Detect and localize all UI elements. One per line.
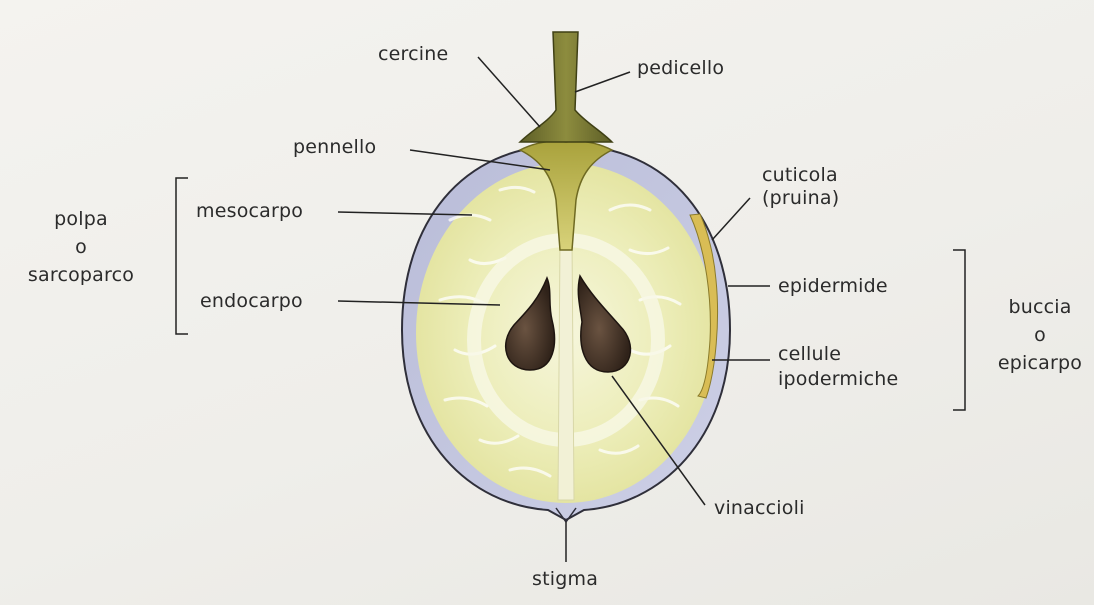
label-vinaccioli: vinaccioli	[714, 497, 805, 519]
label-buccia: buccia	[990, 296, 1090, 318]
label-cellule: cellule	[778, 343, 841, 365]
leader-cercine	[478, 57, 540, 127]
label-endocarpo: endocarpo	[200, 290, 303, 312]
bracket-buccia	[953, 250, 965, 410]
label-pedicello: pedicello	[637, 57, 724, 79]
label-polpa: polpa	[16, 208, 146, 230]
label-epidermide: epidermide	[778, 275, 888, 297]
stem-pedicello	[520, 32, 612, 142]
central-strand	[558, 240, 574, 500]
label-epicarpo: epicarpo	[990, 352, 1090, 374]
label-stigma: stigma	[532, 568, 598, 590]
bracket-polpa	[176, 178, 188, 334]
label-cuticola: cuticola	[762, 164, 838, 186]
label-cercine: cercine	[378, 43, 448, 65]
label-pruina: (pruina)	[762, 187, 839, 209]
label-ipodermiche: ipodermiche	[778, 368, 898, 390]
label-buccia-o: o	[990, 324, 1090, 346]
label-sarcoparco: sarcoparco	[16, 264, 146, 286]
leader-pedicello	[575, 72, 630, 92]
label-pennello: pennello	[293, 136, 376, 158]
label-mesocarpo: mesocarpo	[196, 200, 303, 222]
leader-cuticola	[712, 198, 750, 240]
label-polpa-o: o	[16, 236, 146, 258]
